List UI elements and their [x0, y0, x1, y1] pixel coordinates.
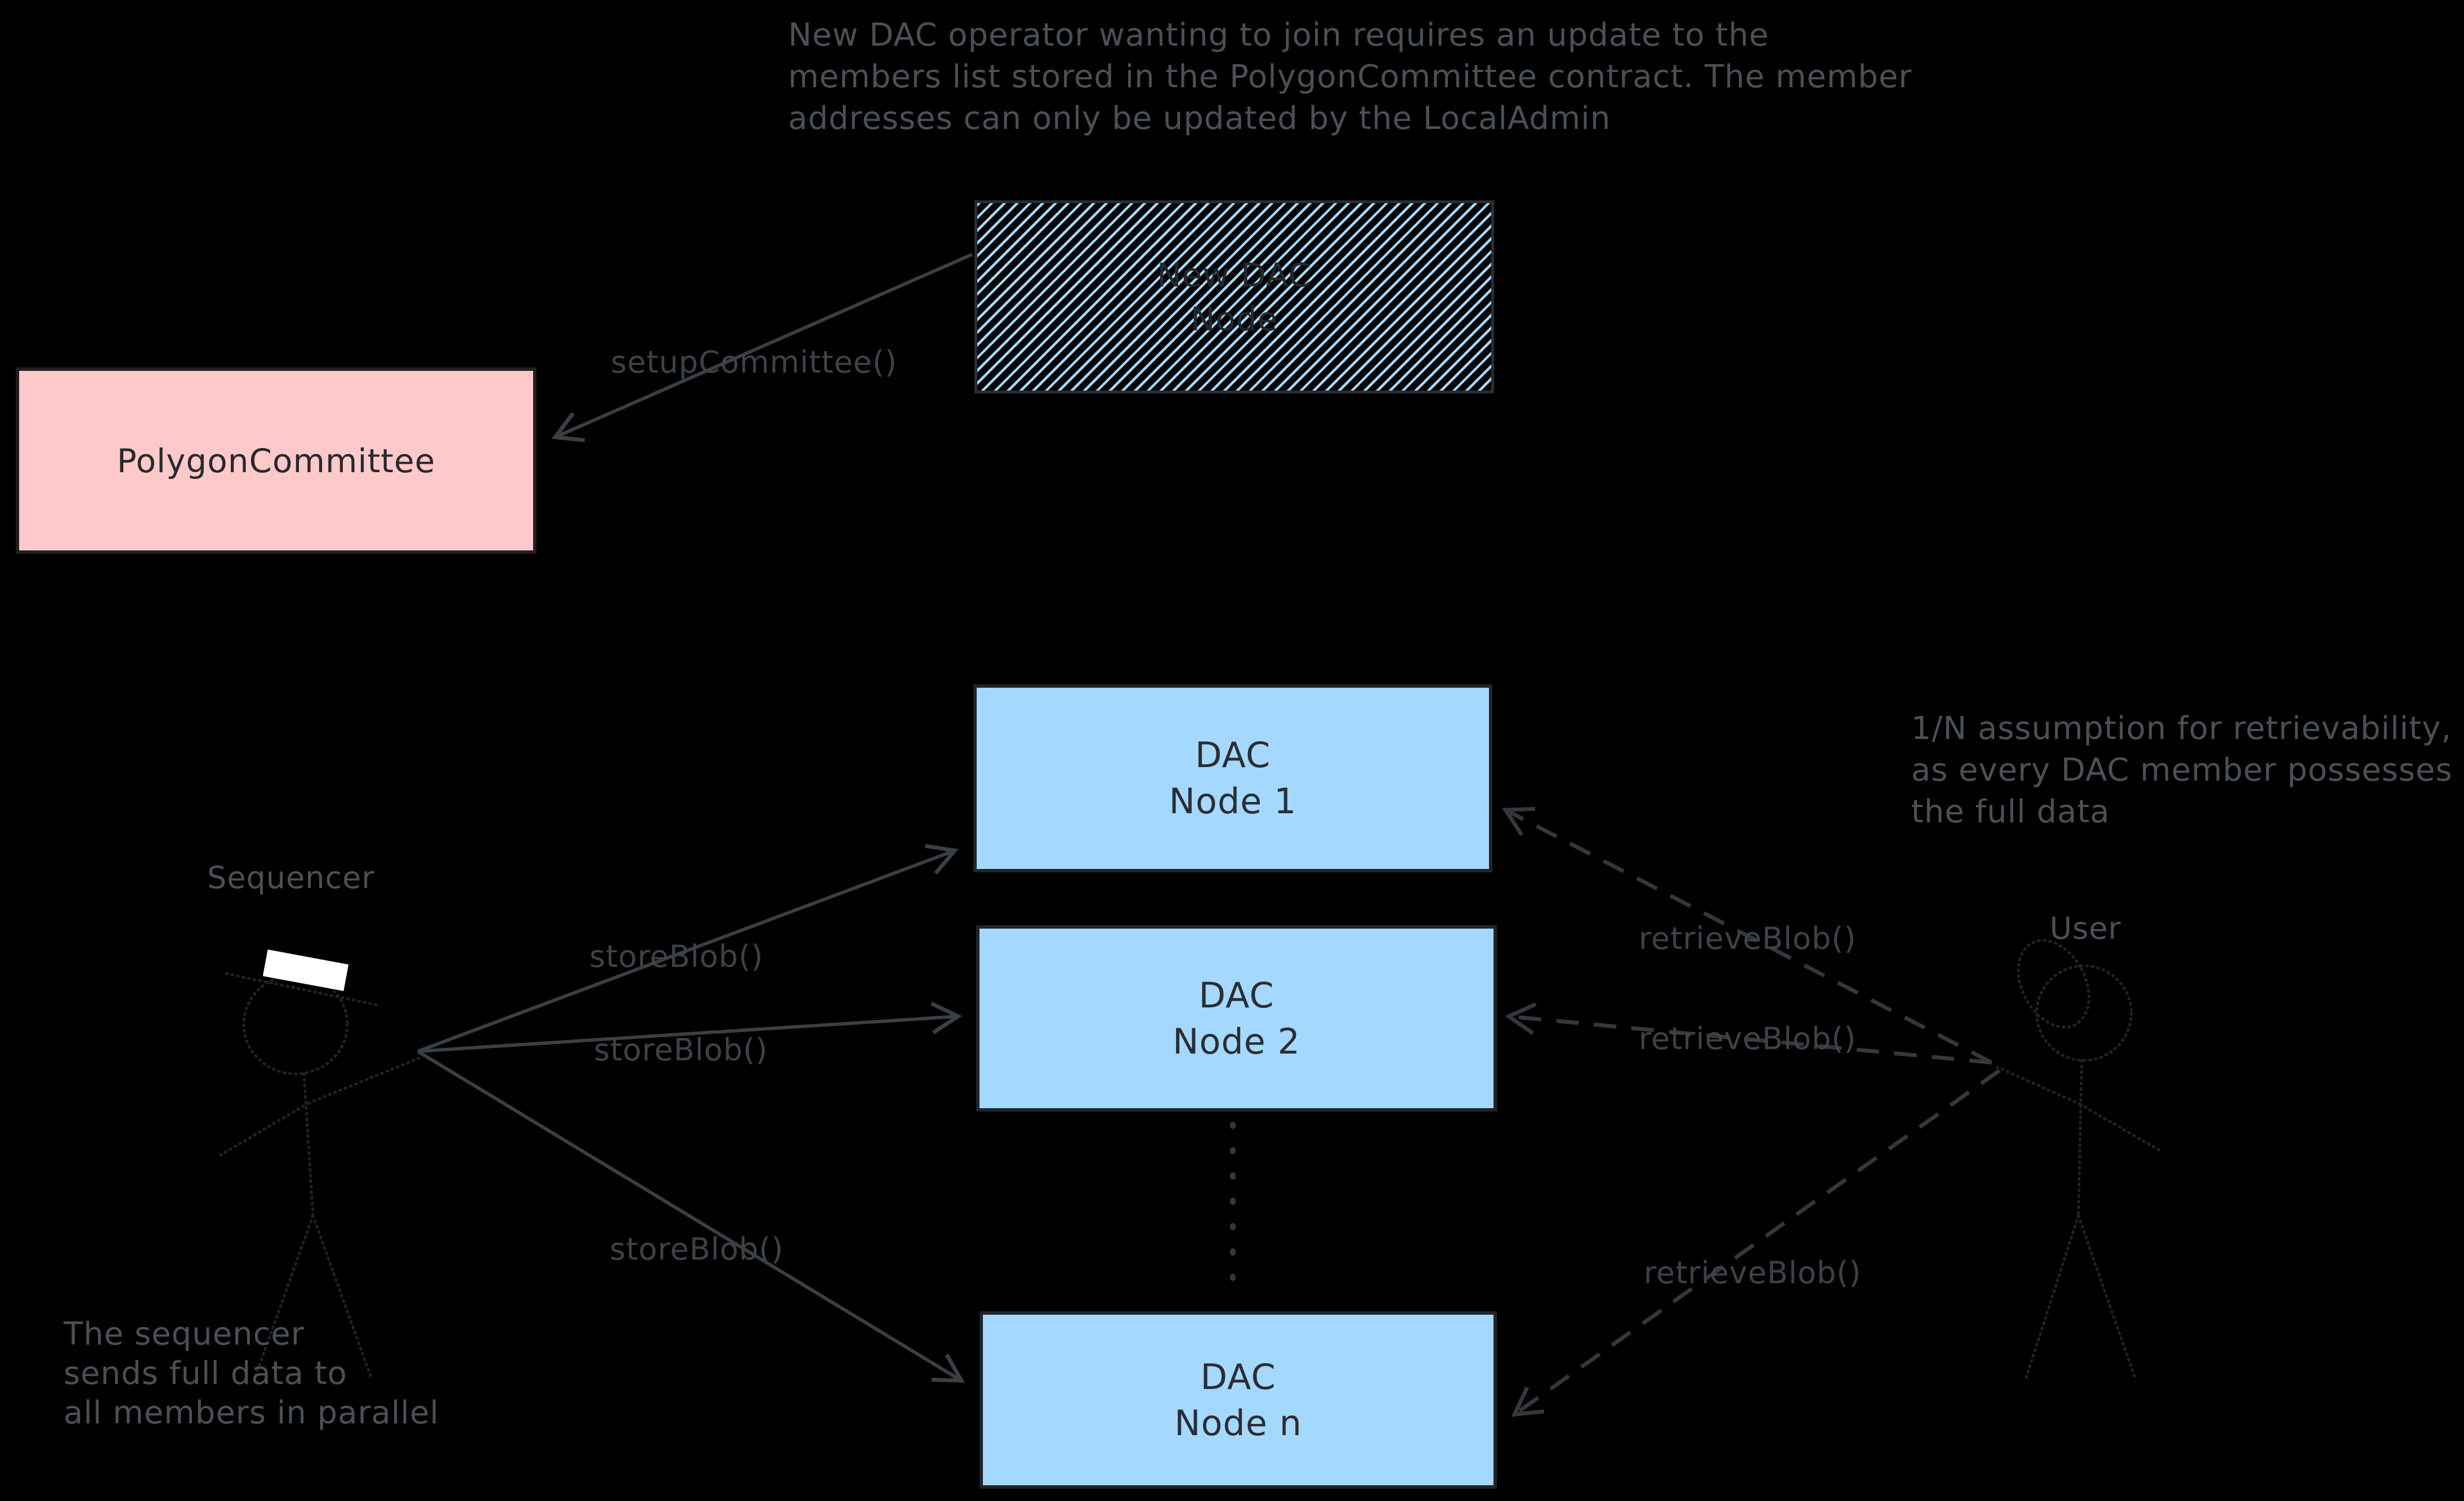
dac-node-2-label-line1: DAC: [1199, 974, 1275, 1016]
polygon-committee-box: PolygonCommittee: [16, 368, 536, 554]
new-dac-node-box: New DAC Node: [974, 200, 1494, 393]
polygon-committee-label: PolygonCommittee: [117, 441, 436, 480]
user-head: [2035, 964, 2133, 1062]
retrieve-blob-label-1: retrieveBlob(): [1639, 921, 1857, 956]
assumption-note-line: 1/N assumption for retrievability,: [1911, 710, 2452, 747]
dac-node-2-box: DAC Node 2: [976, 925, 1497, 1112]
new-dac-node-label-line2: Node: [1190, 299, 1278, 338]
sequencer-hat-icon: [262, 949, 349, 991]
parallel-note-line: all members in parallel: [64, 1395, 439, 1431]
store-blob-arrow-noden: [417, 1050, 965, 1383]
top-note-line: New DAC operator wanting to join require…: [788, 17, 1769, 53]
assumption-note-line: the full data: [1911, 794, 2110, 830]
user-label: User: [2050, 911, 2122, 946]
retrieve-blob-arrows: [1501, 806, 2001, 1417]
setup-committee-label: setupCommittee(): [611, 344, 897, 380]
parallel-note-line: sends full data to: [64, 1355, 347, 1392]
retrieve-blob-label-3: retrieveBlob(): [1644, 1255, 1862, 1291]
store-blob-arrow-node2: [417, 1001, 963, 1053]
sequencer-hat-brim: [225, 972, 380, 1007]
assumption-note: 1/N assumption for retrievability, as ev…: [1911, 708, 2453, 833]
dac-node-2-label-line2: Node 2: [1173, 1020, 1300, 1062]
store-blob-arrows: [417, 844, 965, 1383]
sequencer-label: Sequencer: [207, 860, 375, 895]
retrieve-blob-label-2: retrieveBlob(): [1639, 1021, 1857, 1056]
sequencer-figure-icon: [219, 972, 421, 1381]
retrieve-blob-arrow-node2: [1504, 1002, 1992, 1065]
assumption-note-line: as every DAC member possesses: [1911, 752, 2453, 788]
sequencer-head: [242, 973, 349, 1076]
retrieve-blob-arrow-noden: [1511, 1069, 2001, 1417]
dac-node-1-box: DAC Node 1: [973, 684, 1492, 872]
store-blob-label-1: storeBlob(): [589, 939, 764, 974]
setup-committee-arrow: [551, 253, 973, 442]
parallel-note-line: The sequencer: [64, 1316, 305, 1352]
dac-node-n-label-line1: DAC: [1200, 1356, 1276, 1397]
new-dac-node-label-line1: New DAC: [1157, 256, 1312, 294]
user-hair: [2016, 939, 2091, 1029]
parallel-note: The sequencer sends full data to all mem…: [64, 1315, 439, 1433]
dac-node-1-label-line2: Node 1: [1169, 781, 1297, 822]
top-note: New DAC operator wanting to join require…: [788, 15, 1912, 140]
top-note-line: addresses can only be updated by the Loc…: [788, 100, 1611, 137]
store-blob-label-2: storeBlob(): [594, 1032, 768, 1068]
dac-node-n-box: DAC Node n: [980, 1311, 1497, 1489]
dac-node-1-label-line1: DAC: [1195, 734, 1271, 776]
store-blob-label-3: storeBlob(): [610, 1231, 784, 1267]
user-figure-icon: [1996, 939, 2163, 1382]
store-blob-arrow-node1: [417, 844, 959, 1053]
retrieve-blob-arrow-node1: [1501, 806, 1993, 1065]
dac-node-n-label-line2: Node n: [1174, 1402, 1302, 1444]
top-note-line: members list stored in the PolygonCommit…: [788, 59, 1912, 95]
